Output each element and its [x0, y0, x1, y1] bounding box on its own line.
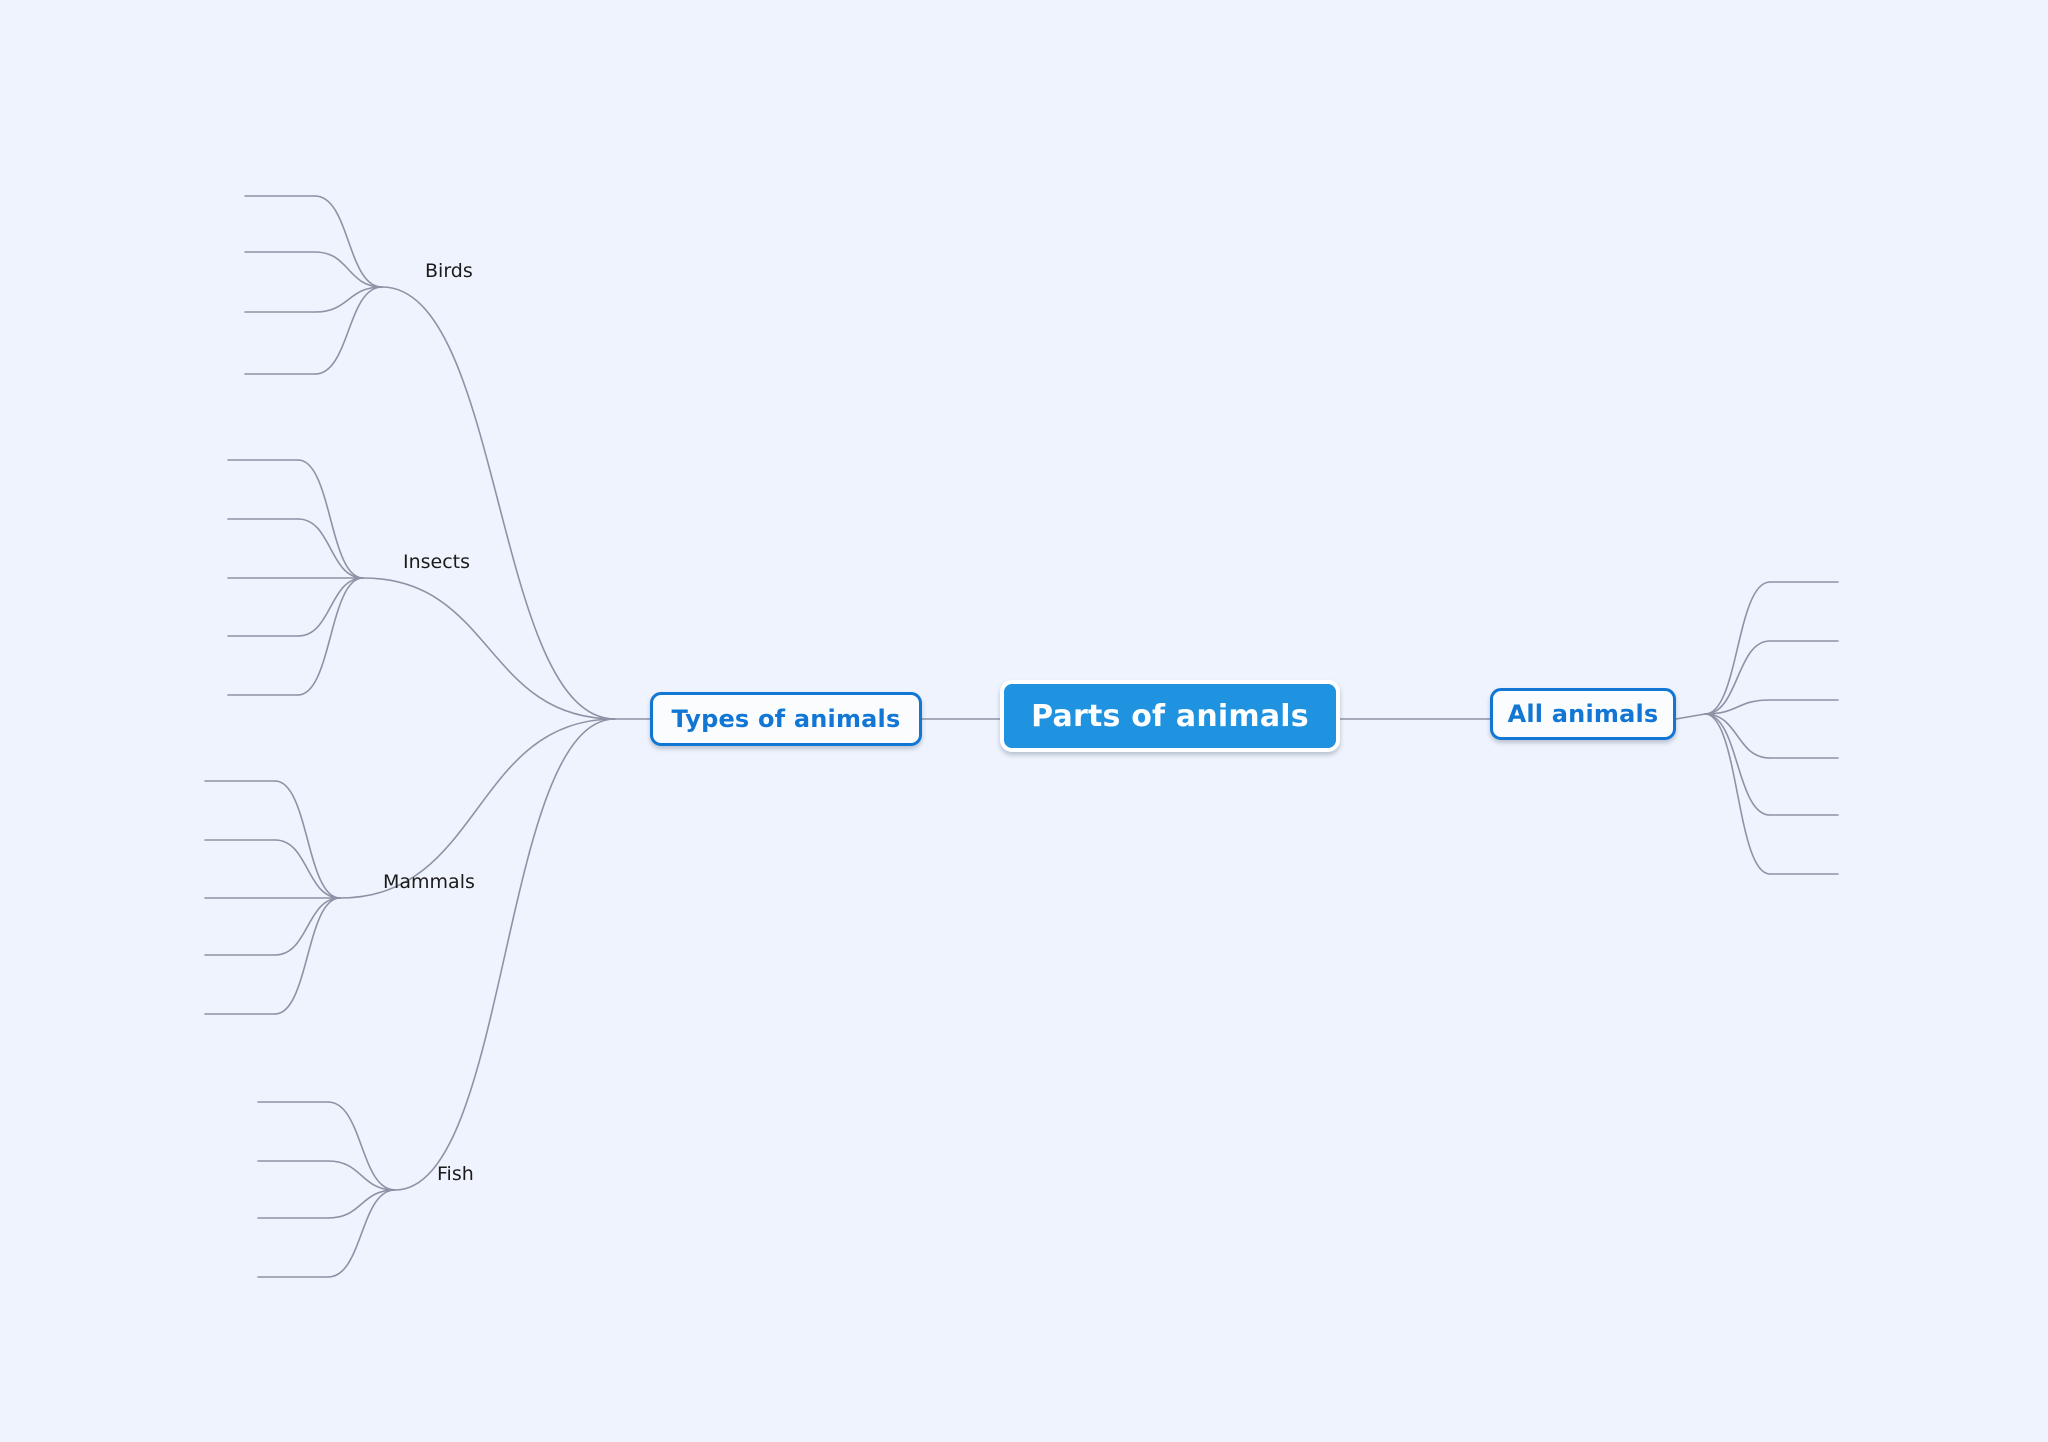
root-node-parts-of-animals[interactable]: Parts of animals: [1000, 680, 1340, 752]
branch-node-all-animals[interactable]: All animals: [1490, 688, 1676, 740]
branch-node-types-of-animals[interactable]: Types of animals: [650, 692, 922, 746]
root-node-label: Parts of animals: [1031, 698, 1309, 734]
subtopic-label-mammals[interactable]: Mammals: [383, 871, 475, 893]
branch-node-label-types-of-animals: Types of animals: [671, 705, 901, 733]
subtopic-label-birds[interactable]: Birds: [425, 260, 473, 282]
subtopic-label-fish[interactable]: Fish: [437, 1163, 474, 1185]
branch-node-label-all-animals: All animals: [1507, 700, 1659, 728]
subtopic-label-insects[interactable]: Insects: [403, 551, 471, 573]
